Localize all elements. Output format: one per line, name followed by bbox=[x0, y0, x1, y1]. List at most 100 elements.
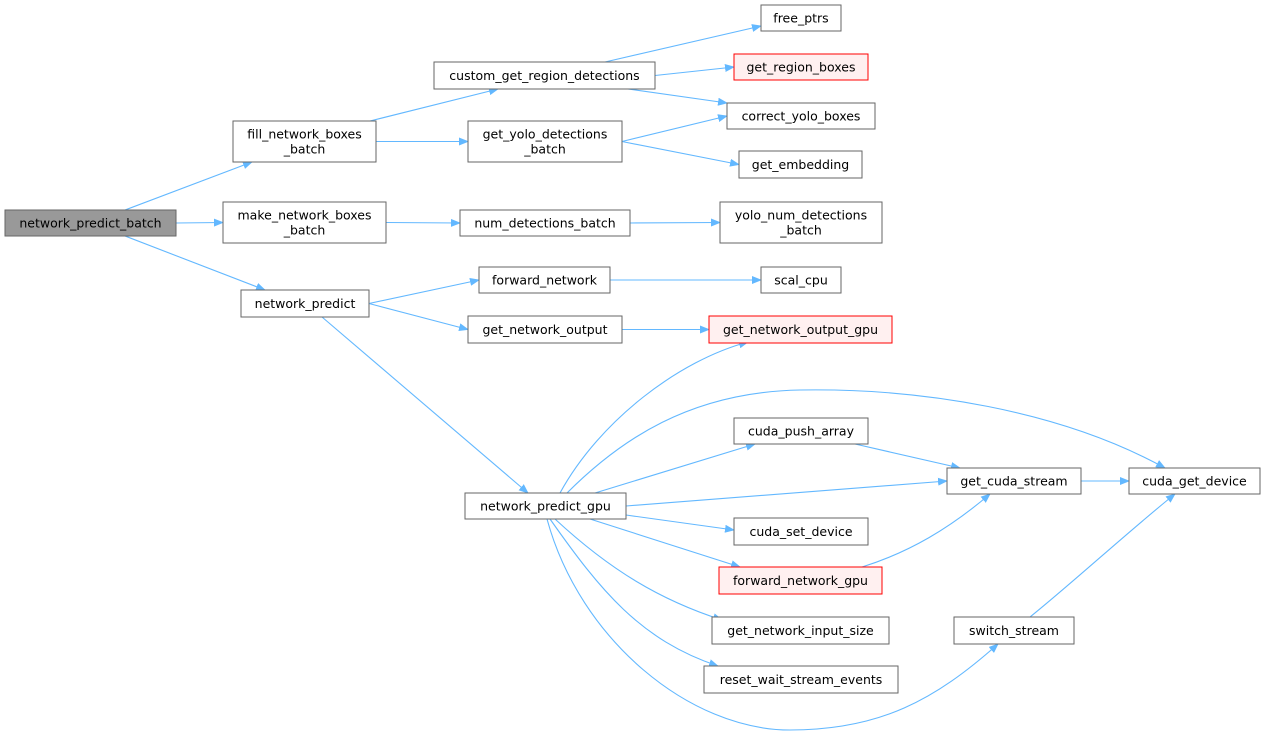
node-label: _batch bbox=[283, 223, 326, 238]
edge-custom-get-region-detections-to-correct-yolo-boxes bbox=[627, 88, 728, 106]
node-get-cuda-stream[interactable]: get_cuda_stream bbox=[946, 467, 1082, 495]
node-get-yolo-detections-batch[interactable]: get_yolo_detections_batch bbox=[467, 120, 623, 163]
node-label: yolo_num_detections bbox=[735, 208, 867, 223]
node-box bbox=[459, 209, 631, 237]
edge-network-predict-gpu-to-get-cuda-stream bbox=[625, 477, 948, 507]
node-label: fill_network_boxes bbox=[247, 127, 362, 142]
node-box bbox=[467, 315, 623, 344]
node-make-network-boxes-batch[interactable]: make_network_boxes_batch bbox=[222, 201, 387, 244]
node-box bbox=[726, 102, 876, 130]
node-custom-get-region-detections[interactable]: custom_get_region_detections bbox=[433, 61, 656, 90]
node-box bbox=[222, 201, 387, 244]
edge-network-predict-gpu-to-cuda-get-device bbox=[566, 389, 1166, 494]
node-correct-yolo-boxes[interactable]: correct_yolo_boxes bbox=[726, 102, 876, 130]
node-fill-network-boxes-batch[interactable]: fill_network_boxes_batch bbox=[232, 120, 377, 163]
node-yolo-num-detections-batch[interactable]: yolo_num_detections_batch bbox=[719, 201, 883, 244]
edge-custom-get-region-detections-to-free-ptrs bbox=[604, 24, 762, 63]
edge-make-network-boxes-batch-to-num-detections-batch bbox=[385, 218, 461, 227]
node-box bbox=[946, 467, 1082, 495]
node-cuda-push-array[interactable]: cuda_push_array bbox=[733, 417, 869, 445]
node-label: cuda_get_device bbox=[1142, 474, 1247, 489]
node-label: get_region_boxes bbox=[747, 60, 856, 75]
node-label: get_cuda_stream bbox=[960, 474, 1067, 489]
node-free-ptrs[interactable]: free_ptrs bbox=[760, 4, 842, 32]
edge-network-predict-gpu-to-get-network-input-size bbox=[554, 518, 723, 622]
node-box bbox=[708, 315, 893, 344]
node-forward-network-gpu[interactable]: forward_network_gpu bbox=[718, 566, 883, 595]
node-label: correct_yolo_boxes bbox=[742, 109, 861, 124]
node-box bbox=[733, 53, 869, 81]
node-forward-network[interactable]: forward_network bbox=[478, 266, 611, 294]
node-reset-wait-stream-events[interactable]: reset_wait_stream_events bbox=[703, 665, 899, 694]
edge-network-predict-gpu-to-get-network-output-gpu bbox=[559, 340, 749, 494]
node-switch-stream[interactable]: switch_stream bbox=[953, 616, 1075, 645]
node-box bbox=[478, 266, 611, 294]
node-box bbox=[760, 4, 842, 32]
edge-network-predict-to-network-predict-gpu bbox=[321, 316, 529, 494]
node-box bbox=[718, 566, 883, 595]
edge-get-yolo-detections-batch-to-correct-yolo-boxes bbox=[621, 114, 728, 143]
node-network-predict[interactable]: network_predict bbox=[240, 289, 370, 318]
edge-get-yolo-detections-batch-to-get-embedding bbox=[621, 140, 740, 167]
edge-cuda-push-array-to-get-cuda-stream bbox=[854, 443, 961, 470]
edge-network-predict-batch-to-network-predict bbox=[124, 235, 266, 291]
node-label: get_yolo_detections bbox=[483, 127, 608, 142]
node-box bbox=[232, 120, 377, 163]
edge-num-detections-batch-to-yolo-num-detections-batch bbox=[629, 218, 721, 227]
node-label: get_network_output_gpu bbox=[723, 322, 878, 337]
node-label: network_predict bbox=[255, 296, 356, 311]
node-label: cuda_set_device bbox=[749, 524, 852, 539]
node-box bbox=[760, 266, 842, 294]
node-get-region-boxes[interactable]: get_region_boxes bbox=[733, 53, 869, 81]
edge-network-predict-to-get-network-output bbox=[368, 302, 469, 332]
nodes-layer: network_predict_batchfill_network_boxes_… bbox=[4, 4, 1261, 694]
node-network-predict-gpu[interactable]: network_predict_gpu bbox=[464, 492, 627, 520]
node-label: _batch bbox=[523, 142, 566, 157]
node-get-network-input-size[interactable]: get_network_input_size bbox=[711, 616, 890, 645]
node-scal-cpu[interactable]: scal_cpu bbox=[760, 266, 842, 294]
node-label: custom_get_region_detections bbox=[449, 68, 639, 83]
node-label: _batch bbox=[779, 223, 822, 238]
edge-network-predict-gpu-to-cuda-set-device bbox=[625, 514, 735, 533]
edge-custom-get-region-detections-to-get-region-boxes bbox=[654, 63, 735, 77]
node-cuda-get-device[interactable]: cuda_get_device bbox=[1128, 467, 1261, 495]
node-label: forward_network bbox=[492, 273, 598, 288]
edge-network-predict-to-forward-network bbox=[368, 277, 480, 305]
node-label: get_network_input_size bbox=[727, 623, 874, 638]
node-label: forward_network_gpu bbox=[733, 573, 868, 588]
node-box bbox=[240, 289, 370, 318]
node-label: cuda_push_array bbox=[748, 424, 855, 439]
node-get-network-output-gpu[interactable]: get_network_output_gpu bbox=[708, 315, 893, 344]
node-box bbox=[433, 61, 656, 90]
node-label: get_network_output bbox=[482, 322, 607, 337]
edge-network-predict-gpu-to-switch-stream bbox=[546, 518, 999, 731]
node-box bbox=[703, 665, 899, 694]
edge-network-predict-batch-to-make-network-boxes-batch bbox=[175, 218, 224, 227]
edge-network-predict-gpu-to-forward-network-gpu bbox=[589, 518, 741, 569]
node-cuda-set-device[interactable]: cuda_set_device bbox=[733, 517, 869, 546]
node-label: get_embedding bbox=[752, 157, 849, 172]
node-label: make_network_boxes bbox=[238, 208, 372, 223]
node-network-predict-batch: network_predict_batch bbox=[4, 209, 177, 237]
node-box bbox=[464, 492, 627, 520]
edge-switch-stream-to-cuda-get-device bbox=[1029, 493, 1176, 618]
edge-network-predict-gpu-to-reset-wait-stream-events bbox=[549, 518, 719, 667]
node-get-embedding[interactable]: get_embedding bbox=[738, 150, 863, 179]
node-box bbox=[953, 616, 1075, 645]
node-get-network-output[interactable]: get_network_output bbox=[467, 315, 623, 344]
edge-forward-network-gpu-to-get-cuda-stream bbox=[861, 493, 991, 568]
edge-network-predict-gpu-to-cuda-push-array bbox=[594, 442, 756, 494]
node-box bbox=[719, 201, 883, 244]
node-box bbox=[711, 616, 890, 645]
node-num-detections-batch[interactable]: num_detections_batch bbox=[459, 209, 631, 237]
node-box bbox=[733, 417, 869, 445]
node-label: network_predict_gpu bbox=[480, 499, 611, 514]
edges-layer bbox=[124, 24, 1176, 731]
node-box bbox=[4, 209, 177, 237]
node-label: num_detections_batch bbox=[474, 216, 615, 231]
node-label: reset_wait_stream_events bbox=[720, 672, 883, 687]
node-box bbox=[467, 120, 623, 163]
node-label: free_ptrs bbox=[773, 11, 828, 26]
edge-fill-network-boxes-batch-to-custom-get-region-detections bbox=[369, 87, 499, 122]
